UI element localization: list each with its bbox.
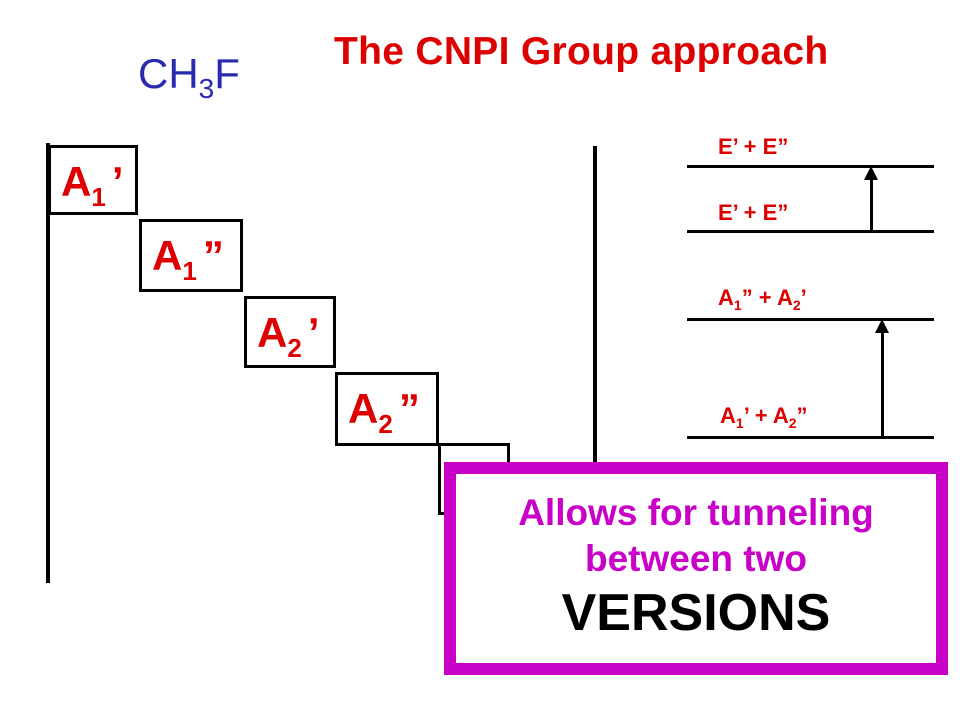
level-label-1: E’ + E” (718, 134, 789, 159)
label-part: ’ + A (743, 403, 789, 428)
block-subscript: 2 (378, 409, 393, 439)
matrix-right-line (593, 146, 597, 516)
callout-line-2: between two (584, 538, 808, 579)
molecule-subscript: 3 (198, 73, 215, 104)
label-part: ’ (800, 285, 807, 310)
label-subscript: 1 (735, 415, 744, 431)
block-prime: ’ (111, 158, 124, 205)
matrix-left-line (46, 143, 50, 583)
block-a2-prime: A2’ (244, 296, 336, 368)
label-part: ” + A (741, 285, 793, 310)
label-subscript: 2 (788, 415, 797, 431)
block-letter: A (348, 385, 379, 432)
energy-level-2 (687, 230, 934, 233)
block-prime: ” (202, 232, 224, 279)
block-a2-double-prime: A2” (335, 372, 439, 446)
energy-level-3 (687, 318, 934, 321)
callout-line-3: VERSIONS (561, 584, 831, 642)
molecule-atom: F (214, 50, 240, 97)
label-part: A (720, 403, 736, 428)
arrow-shaft (881, 331, 884, 437)
block-a1-double-prime: A1” (139, 219, 243, 292)
page-title: The CNPI Group approach (334, 30, 829, 73)
label-subscript: 1 (733, 297, 742, 313)
label-subscript: 2 (792, 297, 801, 313)
block-prime: ’ (307, 309, 320, 356)
block-letter: A (257, 309, 288, 356)
level-label-3: A1” + A2’ (718, 285, 807, 313)
energy-level-1 (687, 165, 934, 168)
arrow-up-icon (864, 166, 878, 180)
callout-line-1: Allows for tunneling (518, 492, 874, 533)
label-part: A (718, 285, 734, 310)
block-a1-prime: A1’ (48, 145, 138, 215)
arrow-up-icon (875, 319, 889, 333)
block-subscript: 1 (182, 256, 197, 286)
tunneling-callout: Allows for tunneling between two VERSION… (444, 462, 948, 675)
block-letter: A (152, 232, 183, 279)
block-subscript: 1 (91, 182, 106, 212)
block-prime: ” (398, 385, 420, 432)
block-subscript: 2 (287, 333, 302, 363)
level-label-2: E’ + E” (718, 200, 789, 225)
block-letter: A (61, 158, 92, 205)
label-part: ” (796, 403, 808, 428)
energy-level-4 (687, 436, 934, 439)
molecule-formula: CH3F (138, 50, 240, 105)
level-label-4: A1’ + A2” (720, 403, 808, 431)
molecule-base: CH (138, 50, 199, 97)
arrow-shaft (870, 178, 873, 230)
